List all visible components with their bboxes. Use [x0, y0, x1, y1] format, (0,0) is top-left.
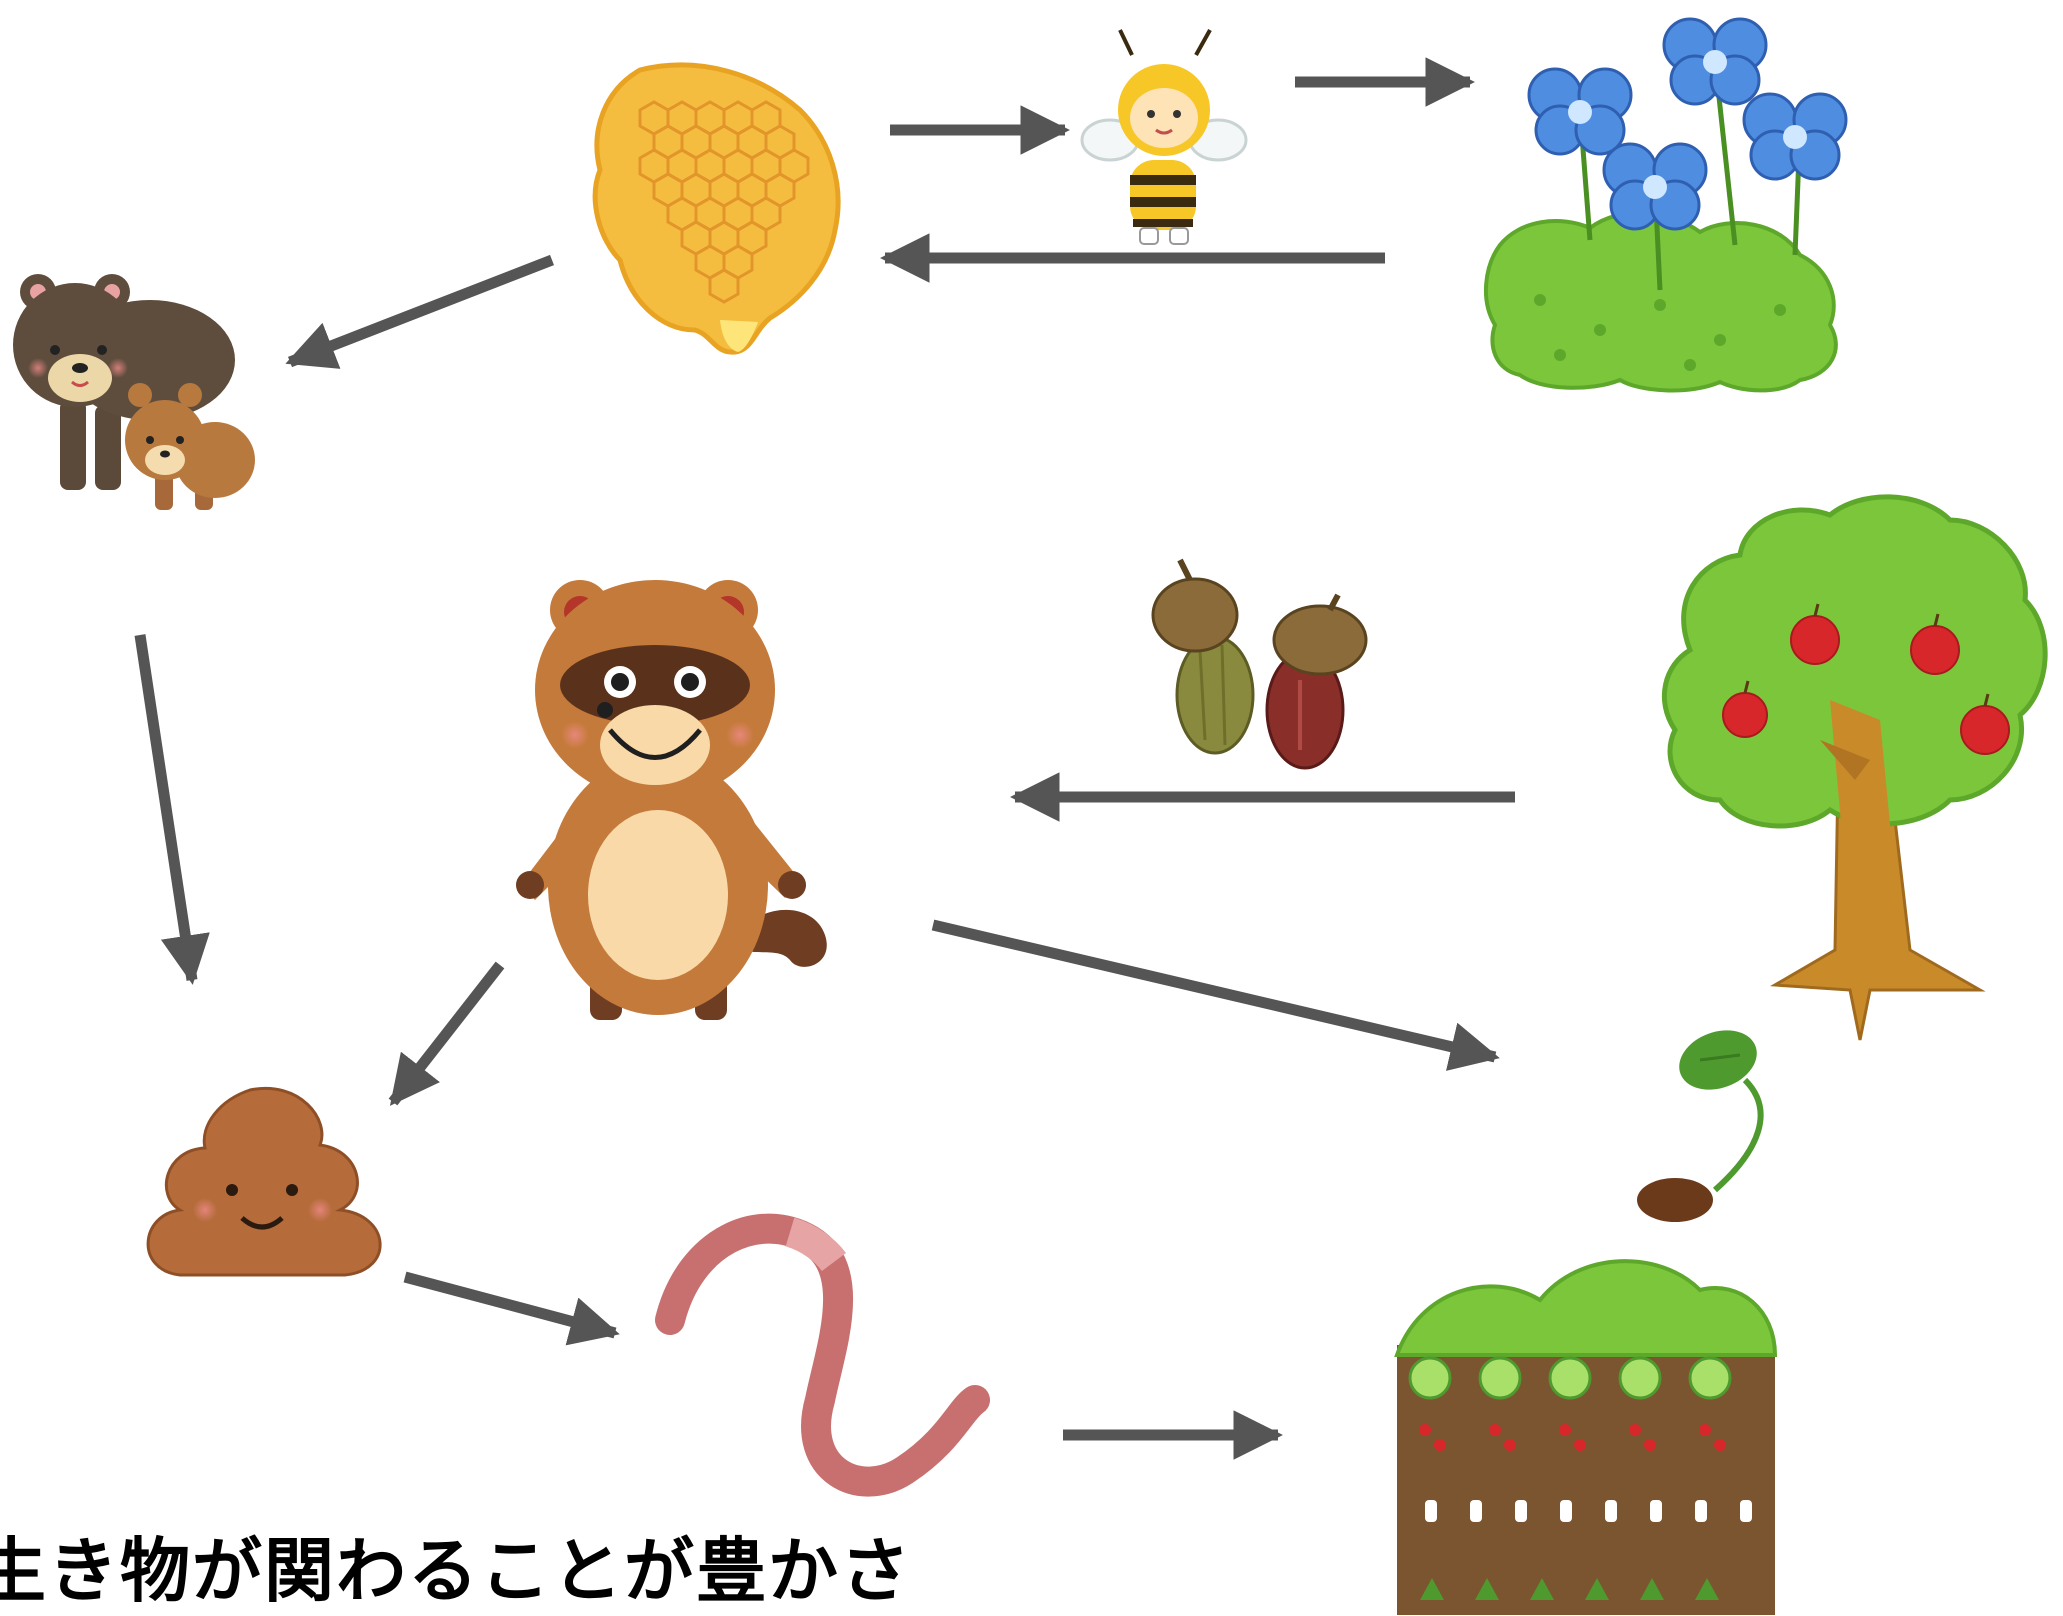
arrow-poop-to-earthworm — [403, 1271, 620, 1346]
tanuki-icon — [516, 580, 827, 1020]
arrow-tanuki-to-poop — [388, 961, 505, 1106]
arrow-bears-to-poop — [134, 634, 210, 985]
apple-tree-icon — [1661, 494, 2048, 1041]
worm-band — [785, 1217, 846, 1272]
arrow-honeycomb-to-bears — [285, 254, 554, 369]
acorns-icon — [1151, 558, 1368, 770]
poop-icon — [146, 1087, 382, 1277]
arrow-tanuki-to-sprout — [931, 919, 1500, 1071]
sprout-icon — [1637, 1030, 1764, 1222]
flowers-icon — [1483, 17, 1848, 393]
earthworm-icon — [655, 1213, 990, 1497]
bears-icon — [13, 274, 255, 510]
bee-icon — [1080, 29, 1248, 245]
honeycomb-icon — [592, 62, 841, 355]
farm-soil-icon — [1394, 1259, 1778, 1615]
caption-text: 生き物が関わることが豊かさ — [0, 1530, 912, 1612]
